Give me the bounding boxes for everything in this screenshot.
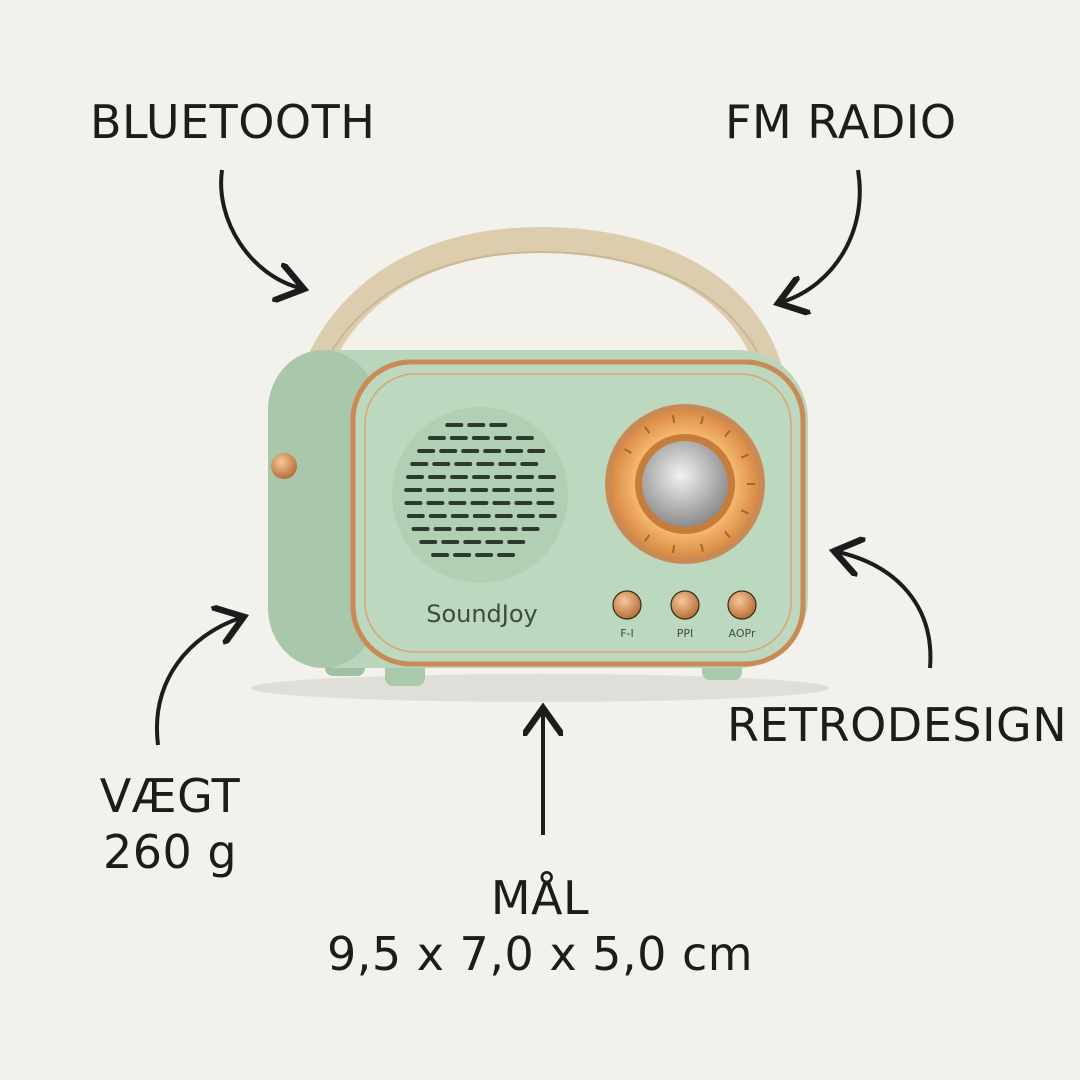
feature-weight: VÆGT 260 g bbox=[95, 768, 245, 880]
button-1[interactable]: F-I bbox=[612, 590, 642, 640]
feature-retrodesign: RETRODESIGN bbox=[727, 698, 1068, 752]
weight-label: VÆGT bbox=[99, 769, 241, 823]
dial-tick bbox=[623, 448, 632, 454]
dial-tick bbox=[700, 543, 705, 552]
arrow-bluetooth bbox=[219, 169, 300, 288]
arrow-weight bbox=[155, 618, 240, 746]
handle bbox=[283, 226, 788, 483]
dial-tick bbox=[671, 414, 676, 424]
arrow-retrodesign bbox=[838, 552, 933, 669]
tuning-knob[interactable] bbox=[642, 441, 728, 527]
arrow-fm-radio bbox=[782, 169, 862, 302]
speaker-grille bbox=[392, 407, 568, 583]
dial-tick bbox=[671, 544, 676, 554]
button-3[interactable]: AOPr bbox=[727, 590, 757, 640]
dial-tick bbox=[724, 530, 731, 539]
handle-pivot bbox=[271, 453, 297, 479]
dial-tick bbox=[724, 429, 731, 438]
weight-value: 260 g bbox=[102, 825, 238, 879]
dial-tick bbox=[644, 534, 651, 542]
size-value: 9,5 x 7,0 x 5,0 cm bbox=[326, 927, 754, 981]
button-2[interactable]: PPI bbox=[670, 590, 700, 640]
feature-fm-radio: FM RADIO bbox=[725, 95, 957, 149]
dial-tick bbox=[740, 453, 749, 459]
feature-size: MÅL 9,5 x 7,0 x 5,0 cm bbox=[320, 870, 760, 982]
svg-text:PPI: PPI bbox=[677, 627, 694, 640]
brand-logo: SoundJoy bbox=[426, 600, 538, 628]
dial-tick bbox=[740, 509, 749, 515]
svg-text:F-I: F-I bbox=[620, 627, 634, 640]
dial-tick bbox=[700, 416, 705, 425]
dial-tick bbox=[644, 426, 651, 434]
size-label: MÅL bbox=[490, 871, 590, 925]
feature-bluetooth: BLUETOOTH bbox=[90, 95, 376, 149]
svg-text:AOPr: AOPr bbox=[729, 627, 756, 640]
